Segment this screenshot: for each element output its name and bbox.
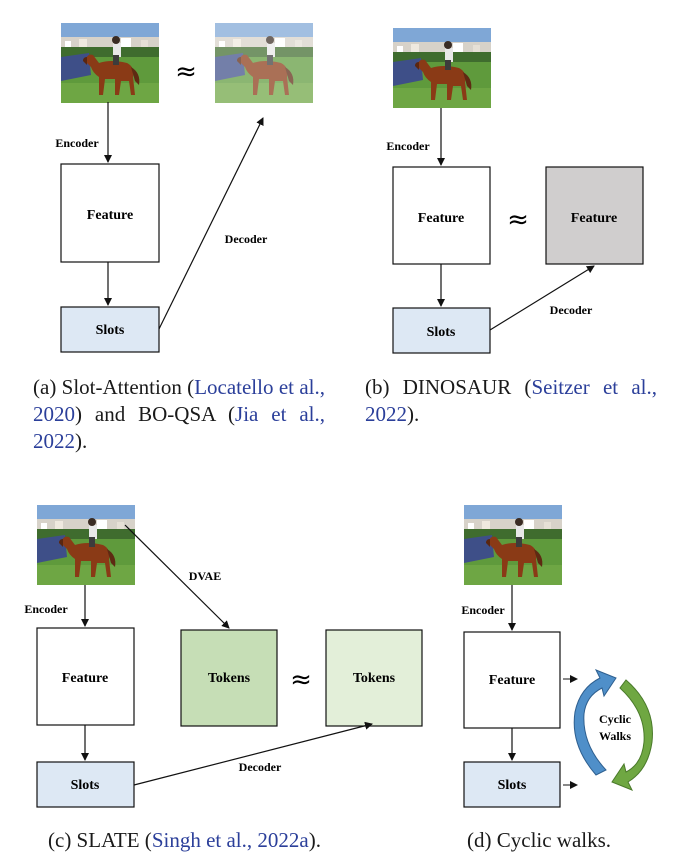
decoder-label: Decoder (239, 760, 282, 774)
slots-label: Slots (96, 323, 125, 338)
decoder-arrow (489, 265, 595, 331)
caption-d: (d) Cyclic walks. (467, 827, 611, 854)
feature-label: Feature (418, 211, 464, 226)
citation-locatello[interactable]: Locatello et al., 2020 (33, 375, 326, 426)
caption-c-prefix: (c) SLATE ( (48, 828, 152, 852)
approx-symbol: ≈ (175, 57, 197, 87)
caption-a-suffix: ). (75, 429, 88, 453)
slots-box (36, 761, 135, 808)
tokens-label: Tokens (208, 671, 251, 686)
feature-label: Feature (87, 208, 133, 223)
predicted-tokens-box (325, 629, 423, 727)
slots-box (392, 307, 491, 354)
slots-label: Slots (71, 778, 100, 793)
panel-a: ≈ Encoder Feature Slots Decoder (55, 23, 313, 353)
encoder-label: Encoder (461, 603, 505, 617)
caption-a-mid: ) and BO-QSA ( (75, 402, 236, 426)
feature-label: Feature (62, 671, 108, 686)
feature-label: Feature (489, 673, 535, 688)
cyclic-walks-icon (573, 669, 653, 791)
dvae-label: DVAE (189, 569, 221, 583)
citation-singh[interactable]: Singh et al., 2022a (151, 828, 309, 852)
encoder-label: Encoder (55, 136, 99, 150)
decoder-arrow (133, 721, 373, 786)
caption-a: (a) Slot-Attention (Locatello et al., 20… (33, 374, 325, 455)
caption-c-suffix: ). (308, 828, 321, 852)
approx-symbol: ≈ (507, 205, 529, 235)
feature-box (392, 166, 491, 265)
blue-cycle-arrow (573, 669, 617, 776)
panel-b: Encoder Feature ≈ Feature Slots Decoder (386, 28, 644, 354)
decoder-arrow (158, 117, 264, 330)
dvae-arrow (124, 524, 230, 629)
encoder-label: Encoder (24, 602, 68, 616)
caption-c: (c) SLATE (Singh et al., 2022a). (48, 827, 321, 854)
caption-b-prefix: (b) DINOSAUR ( (365, 375, 532, 399)
panel-c: Encoder Feature Slots DVAE Tokens ≈ Toke… (24, 505, 423, 808)
horse-image (464, 505, 562, 585)
target-feature-box (545, 166, 644, 265)
slots-box (463, 761, 561, 808)
horse-image (393, 28, 491, 108)
caption-b-suffix: ). (407, 402, 420, 426)
slots-box (60, 306, 160, 353)
reconstructed-horse-image (215, 23, 313, 103)
feature-box (60, 163, 160, 263)
slots-label: Slots (498, 778, 527, 793)
slots-label: Slots (427, 325, 456, 340)
horse-image (37, 505, 135, 585)
decoder-label: Decoder (550, 303, 593, 317)
decoder-label: Decoder (225, 232, 268, 246)
approx-symbol: ≈ (290, 665, 312, 695)
tokens-box (180, 629, 278, 727)
cyclic-walks-label-line2: Walks (599, 729, 631, 743)
citation-seitzer[interactable]: Seitzer et al., 2022 (365, 375, 657, 426)
panel-d: Encoder Feature Slots Cyclic Walks (461, 505, 653, 808)
citation-jia[interactable]: Jia et al., 2022 (33, 402, 325, 453)
encoder-label: Encoder (386, 139, 430, 153)
target-feature-label: Feature (571, 211, 617, 226)
caption-a-prefix: (a) Slot-Attention ( (33, 375, 195, 399)
caption-b: (b) DINOSAUR (Seitzer et al., 2022). (365, 374, 657, 428)
feature-box (36, 627, 135, 726)
horse-image (61, 23, 159, 103)
cyclic-walks-label-line1: Cyclic (599, 712, 632, 726)
predicted-tokens-label: Tokens (353, 671, 396, 686)
caption-d-text: (d) Cyclic walks. (467, 828, 612, 852)
green-cycle-arrow (611, 679, 653, 791)
